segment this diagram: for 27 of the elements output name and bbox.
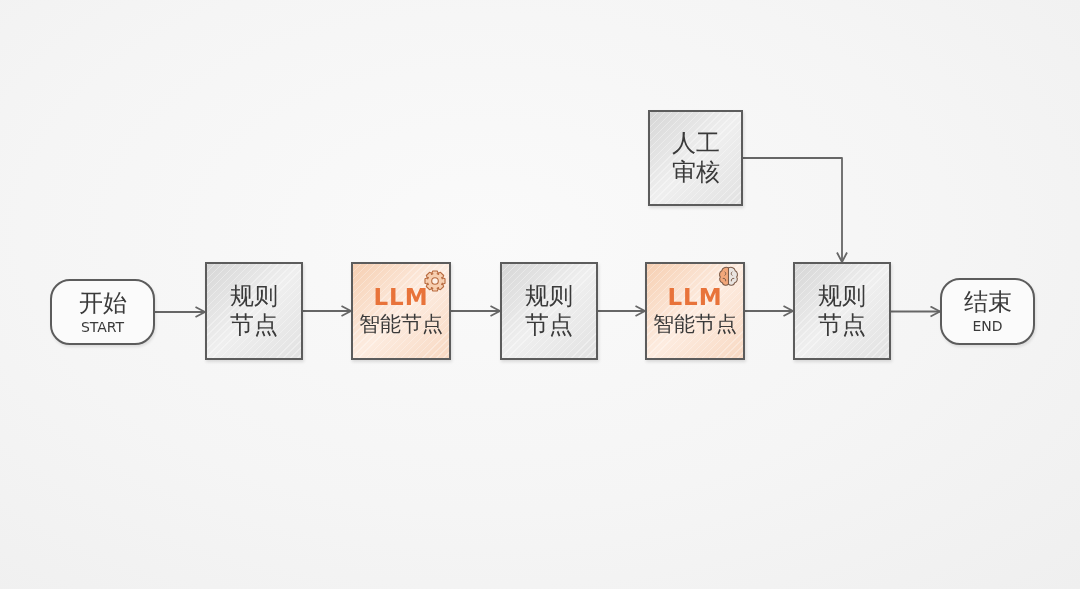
process-box [648,110,743,206]
process-box [645,262,745,360]
process-box [205,262,303,360]
process-box [500,262,598,360]
arrow [302,305,352,317]
arrow [890,305,941,318]
arrow [742,157,848,263]
process-box [351,262,451,360]
node-label: 智能节点 [653,311,737,338]
node-subtitle: START [80,317,125,336]
arrow [597,305,646,317]
node-label: 规则节点 [229,282,279,340]
node-label: 规则节点 [524,282,574,340]
node-label: 结束 [962,288,1013,317]
node-label: 智能节点 [359,311,443,338]
node-label: 规则节点 [817,282,867,340]
node-subtitle: END [972,317,1003,335]
node-label: 人工审核 [670,129,721,187]
node-label: 开始 [77,288,128,318]
node-title: LLM [667,284,723,310]
node-title: LLM [373,284,429,310]
terminal-box [50,279,155,345]
arrow [154,306,206,318]
arrow [450,305,501,317]
terminal-box [940,278,1035,345]
arrow [744,305,794,317]
process-box [793,262,891,360]
